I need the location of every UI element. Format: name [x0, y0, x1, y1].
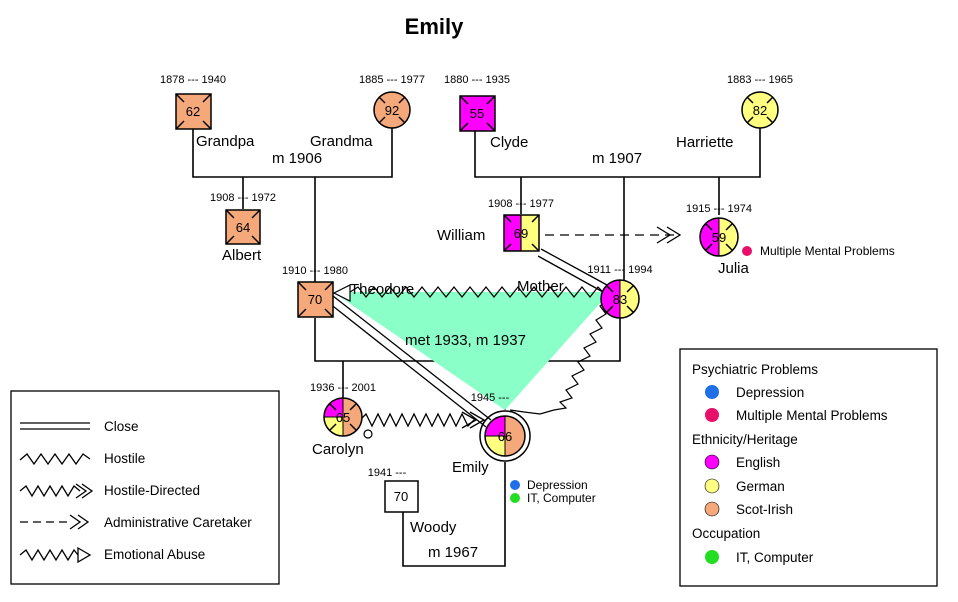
close-theodore-emily	[328, 295, 492, 428]
harriette-age: 82	[753, 103, 767, 118]
julia-dates: 1915 --- 1974	[686, 203, 752, 215]
legend-scot-irish: Scot-Irish	[736, 502, 793, 517]
legend-emotional-abuse: Emotional Abuse	[104, 547, 205, 562]
person-grandma[interactable]: 1885 --- 1977 92 Grandma	[310, 74, 425, 150]
emily-occupation-label: IT, Computer	[527, 491, 596, 505]
legend-depression: Depression	[736, 385, 804, 400]
person-grandpa[interactable]: 1878 --- 1940 62 Grandpa	[160, 74, 255, 150]
mother-name: Mother	[517, 278, 564, 295]
theodore-dates: 1910 --- 1980	[282, 265, 348, 277]
emily-dates: 1945 ---	[471, 392, 510, 404]
carolyn-small-marker	[363, 429, 373, 439]
grandpa-dates: 1878 --- 1940	[160, 74, 226, 86]
legend-multiple-mental-swatch	[705, 408, 719, 422]
family-lines	[192, 122, 761, 567]
emily-occupation-marker	[510, 493, 520, 503]
person-woody[interactable]: 1941 --- 70 Woody	[368, 467, 457, 536]
emily-woody-marriage-label: m 1967	[428, 544, 478, 561]
emotional-abuse-zigzag-top	[349, 286, 607, 298]
carolyn-age: 65	[336, 410, 350, 425]
legend-multiple-mental: Multiple Mental Problems	[736, 408, 888, 423]
grandpa-age: 62	[186, 104, 200, 119]
person-harriette[interactable]: 1883 --- 1965 82 Harriette	[676, 74, 793, 151]
clyde-harriette-marriage-label: m 1907	[592, 150, 642, 167]
carolyn-dates: 1936 --- 2001	[310, 382, 376, 394]
woody-dates: 1941 ---	[368, 467, 407, 479]
william-age: 69	[514, 226, 528, 241]
emotional-abuse-zigzag-side	[509, 299, 609, 415]
legend-it-computer-swatch	[705, 550, 719, 564]
emily-depression-marker	[510, 480, 520, 490]
mother-age: 83	[613, 292, 627, 307]
legend-hostile: Hostile	[104, 451, 145, 466]
admin-caretaker-william-julia	[545, 226, 682, 244]
albert-dates: 1908 --- 1972	[210, 192, 276, 204]
clyde-name: Clyde	[490, 134, 528, 151]
emily-depression-label: Depression	[527, 478, 588, 492]
clyde-dates: 1880 --- 1935	[444, 74, 510, 86]
grandparents-marriage-label: m 1906	[272, 150, 322, 167]
mother-dates: 1911 --- 1994	[587, 264, 652, 276]
harriette-dates: 1883 --- 1965	[727, 74, 793, 86]
legend-english: English	[736, 455, 780, 470]
julia-multiple-mental-marker	[742, 246, 752, 256]
julia-problem-label: Multiple Mental Problems	[760, 244, 895, 258]
person-carolyn[interactable]: 1936 --- 2001 65 Carolyn	[310, 382, 376, 458]
hostile-directed-carolyn-emily	[359, 411, 486, 429]
legend-occupation-title: Occupation	[692, 526, 760, 541]
relationship-legend: Close Hostile Hostile-Directed Administr…	[10, 390, 280, 585]
legend-scot-irish-swatch	[704, 501, 720, 517]
legend-depression-swatch	[705, 385, 719, 399]
grandma-name: Grandma	[310, 133, 373, 150]
legend-german: German	[736, 479, 785, 494]
person-julia[interactable]: 1915 --- 1974 59 Julia Multiple Mental P…	[686, 203, 895, 277]
diagram-title: Emily	[405, 14, 464, 39]
person-albert[interactable]: 1908 --- 1972 64 Albert	[210, 192, 276, 264]
theodore-name: Theodore	[350, 281, 414, 298]
grandpa-name: Grandpa	[196, 133, 255, 150]
emily-name: Emily	[452, 459, 489, 476]
person-william[interactable]: 1908 --- 1977 69 William	[437, 198, 554, 252]
julia-age: 59	[712, 230, 726, 245]
julia-name: Julia	[718, 260, 750, 277]
clyde-age: 55	[470, 106, 484, 121]
parents-marriage-label: met 1933, m 1937	[405, 332, 526, 349]
legend-close: Close	[104, 419, 139, 434]
legend-psychiatric-title: Psychiatric Problems	[692, 362, 818, 377]
woody-age: 70	[394, 489, 408, 504]
legend-hostile-directed: Hostile-Directed	[104, 483, 200, 498]
carolyn-name: Carolyn	[312, 441, 364, 458]
legend-english-swatch	[704, 454, 720, 470]
person-clyde[interactable]: 1880 --- 1935 55 Clyde	[444, 74, 528, 151]
emily-age: 66	[498, 429, 512, 444]
close-william-mother	[537, 248, 608, 293]
legend-ethnicity-title: Ethnicity/Heritage	[692, 432, 798, 447]
grandma-age: 92	[385, 103, 399, 118]
harriette-name: Harriette	[676, 134, 734, 151]
emotional-abuse-arrowhead	[332, 284, 351, 302]
person-emily[interactable]: 1945 --- 66 Emily Depression IT, Compute…	[452, 392, 596, 505]
legend-german-swatch	[704, 478, 720, 494]
legend-admin-caretaker: Administrative Caretaker	[104, 515, 252, 530]
person-mother[interactable]: 1911 --- 1994 83 Mother	[517, 264, 653, 319]
grandma-dates: 1885 --- 1977	[359, 74, 425, 86]
albert-age: 64	[236, 220, 250, 235]
emotional-abuse-mother-to-theodore	[333, 292, 610, 410]
albert-name: Albert	[222, 247, 262, 264]
woody-name: Woody	[410, 519, 457, 536]
william-name: William	[437, 227, 485, 244]
person-theodore[interactable]: 1910 --- 1980 70 Theodore	[282, 265, 414, 318]
attribute-legend: Psychiatric Problems Depression Multiple…	[679, 348, 938, 587]
theodore-age: 70	[308, 292, 322, 307]
legend-it-computer: IT, Computer	[736, 550, 814, 565]
william-dates: 1908 --- 1977	[488, 198, 554, 210]
